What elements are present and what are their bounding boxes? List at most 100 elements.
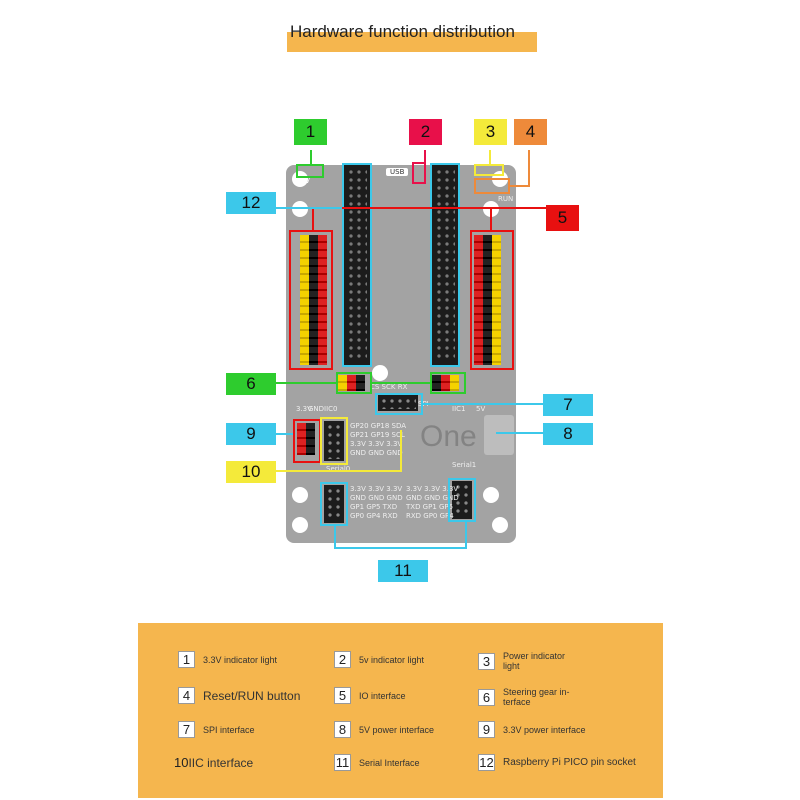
- frame-33v-led: [296, 164, 324, 178]
- legend-number: 12: [478, 754, 495, 771]
- callout-8: 8: [543, 423, 593, 445]
- legend-item: 1 3.3V indicator light: [178, 651, 277, 668]
- legend-number: 4: [178, 687, 195, 704]
- legend-number: 7: [178, 721, 195, 738]
- iic-header: [324, 421, 344, 461]
- serial-left-row4: GP0 GP4 RXD: [350, 512, 398, 520]
- frame-iic: [320, 417, 348, 465]
- leader-9: [262, 433, 293, 435]
- callout-10: 10: [226, 461, 276, 483]
- leader-11-right: [465, 522, 467, 548]
- watermark: One: [420, 420, 477, 453]
- iic-row1: GP20 GP18 SDA: [350, 422, 407, 430]
- legend-item: 2 5v indicator light: [334, 651, 424, 668]
- servo-power-right: [441, 375, 450, 391]
- legend-label: Serial Interface: [359, 757, 420, 768]
- iic-row2: GP21 GP19 SCL: [350, 431, 405, 439]
- legend-label: Power indicator light: [503, 651, 566, 671]
- callout-5: 5: [546, 205, 579, 231]
- frame-servo-right: [430, 372, 466, 394]
- leader-12: [262, 207, 342, 209]
- legend-number: 10: [174, 755, 189, 770]
- legend-label: IO interface: [359, 690, 406, 701]
- v33-label: 3.3V: [294, 177, 310, 185]
- frame-io-right: [470, 230, 514, 370]
- power33-header-gnd: [306, 423, 315, 455]
- frame-io-left: [289, 230, 333, 370]
- legend-number: 5: [334, 687, 351, 704]
- serial-left-row2: GND GND GND: [350, 494, 403, 502]
- serial-left-row3: GP1 GP5 TXD: [350, 503, 398, 511]
- servo-gnd-right: [432, 375, 441, 391]
- mounting-hole: [292, 487, 308, 503]
- iic-row4: GND GND GND: [350, 449, 403, 457]
- serial-left-row1: 3.3V 3.3V 3.3V: [350, 485, 403, 493]
- legend-label: Steering gear in-terface: [503, 687, 570, 707]
- legend-label: IIC interface: [188, 755, 254, 770]
- iic0-label: IIC0: [324, 405, 338, 413]
- callout-11: 11: [378, 560, 428, 582]
- legend-item: 4 Reset/RUN button: [178, 687, 300, 704]
- frame-spi: [375, 393, 423, 415]
- power33-header-vcc: [297, 423, 306, 455]
- pico-socket-right: [430, 163, 460, 367]
- callout-1: 1: [294, 119, 327, 145]
- frame-serial0: [320, 482, 348, 526]
- mounting-hole: [492, 517, 508, 533]
- legend-number: 8: [334, 721, 351, 738]
- legend-number: 9: [478, 721, 495, 738]
- io-header-signal-left: [300, 235, 309, 365]
- legend-item: 5 IO interface: [334, 687, 406, 704]
- frame-5v-led: [412, 162, 426, 184]
- legend-label: 5v indicator light: [359, 654, 425, 665]
- legend-number: 3: [478, 652, 495, 670]
- mounting-hole: [292, 517, 308, 533]
- leader-6b: [372, 382, 430, 384]
- leader-11: [334, 547, 467, 549]
- serial-right-row2: GND GND GND: [406, 494, 459, 502]
- leader-4b: [510, 185, 530, 187]
- callout-9: 9: [226, 423, 276, 445]
- legend-label: 5V power interface: [359, 724, 435, 735]
- servo-power-left: [347, 375, 356, 391]
- legend-label: Reset/RUN button: [203, 688, 301, 703]
- legend-item: 10 IIC interface: [174, 754, 253, 771]
- serial0-header: [324, 485, 344, 523]
- legend-number: 1: [178, 651, 195, 668]
- legend-item: 12 Raspberry Pi PICO pin socket: [478, 754, 636, 771]
- leader-10: [262, 470, 402, 472]
- spi-header: [378, 395, 418, 411]
- callout-3: 3: [474, 119, 507, 145]
- leader-1: [310, 150, 312, 164]
- frame-serial1: [448, 478, 476, 522]
- legend-label: 3.3V indicator light: [203, 654, 278, 665]
- legend-number: 6: [478, 688, 495, 706]
- legend-item: 3 Power indicator light: [478, 651, 583, 671]
- serial1-header: [452, 481, 472, 519]
- legend-panel: 1 3.3V indicator light 2 5v indicator li…: [138, 623, 663, 798]
- frame-power-led: [474, 164, 504, 176]
- gnd-power-label: GND: [308, 405, 325, 413]
- usb-label: USB: [386, 168, 409, 176]
- title-highlight: [287, 32, 537, 52]
- legend-item: 8 5V power interface: [334, 721, 434, 738]
- mounting-hole: [292, 201, 308, 217]
- callout-4: 4: [514, 119, 547, 145]
- frame-33v-power: [293, 419, 321, 463]
- io-header-power-right: [474, 235, 483, 365]
- callout-12: 12: [226, 192, 276, 214]
- power5v-connector: [484, 415, 514, 455]
- run-label: RUN: [498, 195, 514, 203]
- serial-right-row4: RXD GP0 GP4: [406, 512, 454, 520]
- v5-label: 5V: [476, 405, 486, 413]
- leader-8: [496, 432, 546, 434]
- legend-label: SPI interface: [203, 724, 255, 735]
- leader-5-right: [490, 207, 492, 231]
- leader-10b: [400, 430, 402, 472]
- legend-label: 3.3V power interface: [503, 724, 586, 735]
- frame-servo-left: [336, 372, 372, 394]
- leader-4: [528, 150, 530, 186]
- iic1-label: IIC1: [452, 405, 466, 413]
- leader-7: [423, 403, 545, 405]
- mounting-hole: [372, 365, 388, 381]
